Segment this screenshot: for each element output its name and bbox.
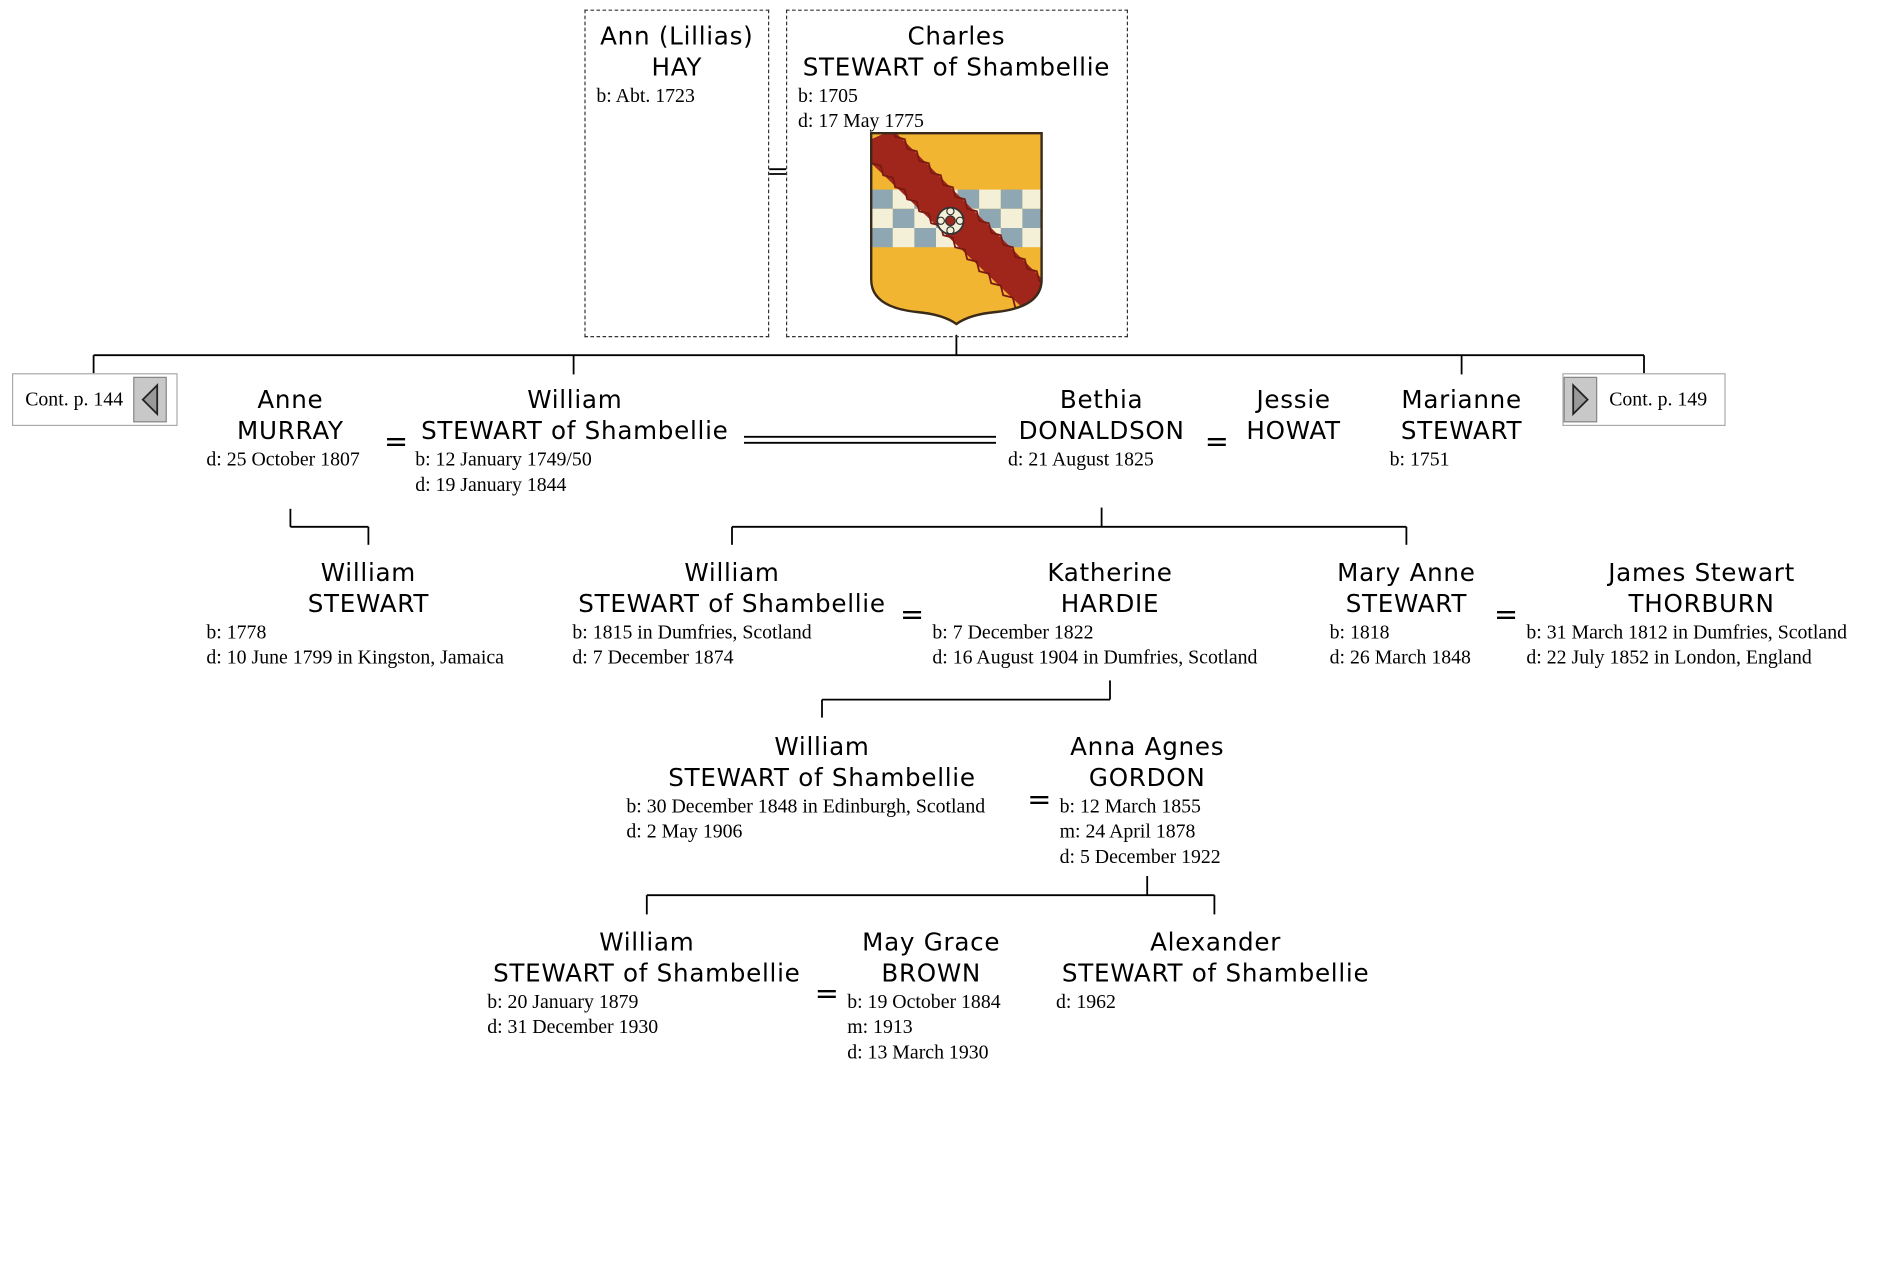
person-birth: b: 12 March 1855 — [1059, 794, 1201, 818]
person-may-grace-brown[interactable]: May Grace BROWN b: 19 October 1884 m: 19… — [847, 928, 1015, 1065]
person-first-name: Jessie — [1256, 385, 1331, 415]
person-death: d: 26 March 1848 — [1329, 645, 1471, 669]
person-surname: HARDIE — [1060, 588, 1160, 618]
person-birth: b: 20 January 1879 — [487, 990, 639, 1013]
person-surname: DONALDSON — [1018, 415, 1185, 445]
cont-next-button[interactable]: Cont. p. 149 — [1562, 373, 1726, 427]
person-birth: b: 12 January 1749/50 — [415, 447, 592, 471]
person-mary-anne-stewart[interactable]: Mary Anne STEWART b: 1818 d: 26 March 18… — [1330, 558, 1484, 670]
person-surname: STEWART of Shambellie — [493, 958, 801, 988]
person-surname: STEWART of Shambellie — [421, 415, 729, 445]
connector-lines — [92, 168, 1645, 915]
person-death: d: 1962 — [1056, 990, 1116, 1013]
person-william-stewart-1749[interactable]: William STEWART of Shambellie b: 12 Janu… — [415, 385, 734, 497]
person-first-name: James Stewart — [1608, 558, 1795, 587]
person-charles-stewart[interactable]: Charles STEWART of Shambellie b: 1705 d:… — [788, 22, 1124, 134]
marriage-symbol: = — [900, 597, 925, 632]
person-death: d: 10 June 1799 in Kingston, Jamaica — [206, 645, 504, 669]
person-birth: b: 31 March 1812 in Dumfries, Scotland — [1526, 620, 1848, 644]
person-surname: MURRAY — [237, 415, 344, 445]
marriage-symbol: = — [814, 976, 839, 1011]
person-first-name: Ann (Lillias) — [600, 21, 754, 51]
cont-prev-button[interactable]: Cont. p. 144 — [12, 373, 178, 427]
person-first-name: Bethia — [1059, 385, 1144, 415]
charles-box — [786, 9, 1128, 338]
person-birth: b: 1778 — [206, 620, 267, 644]
person-surname: GORDON — [1088, 762, 1206, 792]
person-birth: b: 30 December 1848 in Edinburgh, Scotla… — [626, 794, 986, 818]
person-death: d: 13 March 1930 — [847, 1040, 989, 1064]
person-first-name: Alexander — [1150, 927, 1282, 957]
marriage-symbol: = — [384, 424, 409, 459]
person-death: d: 16 August 1904 in Dumfries, Scotland — [932, 645, 1258, 669]
person-first-name: Mary Anne — [1337, 558, 1476, 587]
person-surname: STEWART of Shambellie — [1061, 958, 1370, 988]
marriage-symbol: = — [1027, 782, 1052, 817]
person-surname: STEWART — [1345, 588, 1468, 618]
person-first-name: Katherine — [1047, 558, 1173, 587]
person-death: d: 25 October 1807 — [206, 447, 360, 471]
person-birth: b: 1705 — [798, 84, 858, 107]
person-surname: HAY — [651, 52, 703, 81]
person-anne-murray[interactable]: Anne MURRAY d: 25 October 1807 — [206, 385, 374, 471]
person-first-name: William — [684, 558, 780, 587]
person-marriage: m: 24 April 1878 — [1059, 819, 1196, 843]
person-surname: STEWART — [307, 588, 430, 618]
cont-prev-label: Cont. p. 144 — [25, 387, 124, 411]
person-birth: b: 1751 — [1389, 447, 1450, 471]
person-first-name: William — [320, 558, 417, 587]
person-first-name: Marianne — [1401, 385, 1522, 415]
person-death: d: 19 January 1844 — [415, 472, 567, 496]
person-surname: STEWART — [1400, 415, 1523, 445]
marriage-symbol: = — [1494, 597, 1519, 632]
person-ann-hay[interactable]: Ann (Lillias) HAY b: Abt. 1723 — [587, 22, 767, 108]
person-death: d: 22 July 1852 in London, England — [1526, 645, 1812, 669]
person-william-stewart-1815[interactable]: William STEWART of Shambellie b: 1815 in… — [572, 558, 891, 670]
person-katherine-hardie[interactable]: Katherine HARDIE b: 7 December 1822 d: 1… — [932, 558, 1287, 670]
person-william-stewart-1848[interactable]: William STEWART of Shambellie b: 30 Dece… — [626, 732, 1017, 844]
person-william-stewart-1778[interactable]: William STEWART b: 1778 d: 10 June 1799 … — [206, 558, 530, 670]
triangle-right-icon — [1563, 376, 1598, 423]
person-first-name: Anna Agnes — [1070, 732, 1225, 761]
person-anna-agnes-gordon[interactable]: Anna Agnes GORDON b: 12 March 1855 m: 24… — [1060, 732, 1235, 869]
person-alexander-stewart[interactable]: Alexander STEWART of Shambellie d: 1962 — [1056, 928, 1375, 1014]
person-william-stewart-1879[interactable]: William STEWART of Shambellie b: 20 Janu… — [487, 928, 806, 1040]
person-death: d: 31 December 1930 — [487, 1015, 659, 1038]
person-first-name: May Grace — [862, 927, 1001, 957]
cont-next-label: Cont. p. 149 — [1609, 387, 1708, 411]
person-death: d: 7 December 1874 — [572, 645, 734, 669]
coat-of-arms-icon — [870, 132, 1043, 326]
triangle-left-icon — [132, 376, 167, 423]
person-first-name: William — [774, 732, 870, 761]
ann-hay-box — [584, 9, 770, 338]
person-surname: BROWN — [881, 958, 982, 988]
person-birth: b: 1815 in Dumfries, Scotland — [572, 620, 812, 644]
person-death: d: 2 May 1906 — [626, 819, 743, 843]
marriage-symbol: = — [1204, 424, 1229, 459]
person-birth: b: 1818 — [1329, 620, 1390, 644]
person-birth: b: 19 October 1884 — [847, 990, 1001, 1013]
person-james-thorburn[interactable]: James Stewart THORBURN b: 31 March 1812 … — [1526, 558, 1876, 670]
person-first-name: William — [527, 385, 623, 415]
person-death: d: 21 August 1825 — [1008, 447, 1154, 471]
person-first-name: Anne — [257, 385, 324, 415]
person-first-name: Charles — [907, 21, 1006, 51]
person-marianne-stewart[interactable]: Marianne STEWART b: 1751 — [1390, 385, 1534, 471]
person-first-name: William — [599, 927, 695, 957]
person-surname: HOWAT — [1246, 415, 1341, 445]
person-surname: STEWART of Shambellie — [802, 52, 1111, 81]
person-birth: b: Abt. 1723 — [596, 84, 695, 107]
person-birth: b: 7 December 1822 — [932, 620, 1094, 644]
person-death: d: 5 December 1922 — [1059, 844, 1221, 868]
person-marriage: m: 1913 — [847, 1015, 913, 1038]
person-death: d: 17 May 1775 — [798, 109, 924, 132]
person-surname: STEWART of Shambellie — [668, 762, 976, 792]
person-surname: THORBURN — [1628, 588, 1775, 618]
person-surname: STEWART of Shambellie — [578, 588, 886, 618]
person-bethia-donaldson[interactable]: Bethia DONALDSON d: 21 August 1825 — [1008, 385, 1195, 471]
person-jessie-howat[interactable]: Jessie HOWAT — [1236, 385, 1351, 446]
